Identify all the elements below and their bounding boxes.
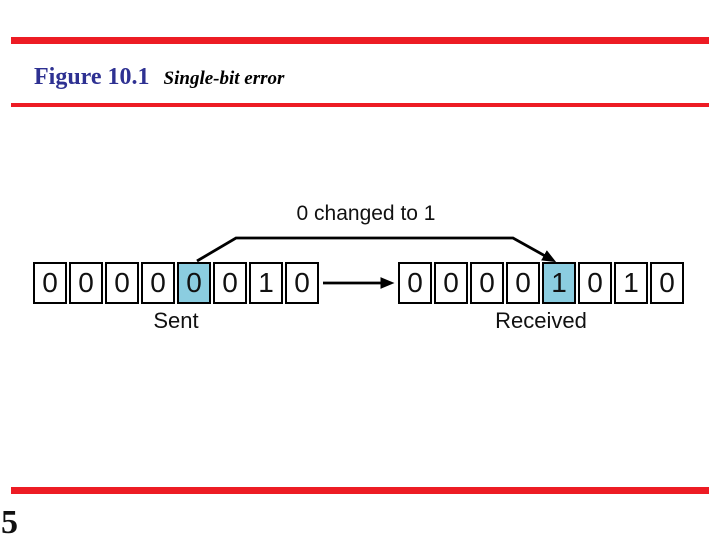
bit-cell: 0 xyxy=(434,262,468,304)
bit-cell: 0 xyxy=(141,262,175,304)
bit-cell: 0 xyxy=(105,262,139,304)
change-annotation: 0 changed to 1 xyxy=(296,202,436,225)
title-underline-bar xyxy=(11,103,709,107)
bit-cell-highlighted: 1 xyxy=(542,262,576,304)
received-label: Received xyxy=(495,308,587,333)
bit-cell: 0 xyxy=(578,262,612,304)
bit-cell: 0 xyxy=(213,262,247,304)
bit-cell-highlighted: 0 xyxy=(177,262,211,304)
bit-cell: 1 xyxy=(614,262,648,304)
bit-cell: 0 xyxy=(470,262,504,304)
sent-label: Sent xyxy=(153,308,199,333)
bit-cell: 1 xyxy=(249,262,283,304)
figure-label: Figure 10.1 xyxy=(34,64,150,90)
bit-cell: 0 xyxy=(285,262,319,304)
bit-cell: 0 xyxy=(33,262,67,304)
error-arrow xyxy=(196,236,557,263)
figure-title: Single-bit error xyxy=(163,68,285,89)
bottom-accent-bar xyxy=(11,487,709,494)
top-accent-bar xyxy=(11,37,709,44)
bit-cell: 0 xyxy=(69,262,103,304)
bit-cell: 0 xyxy=(506,262,540,304)
bit-cell: 0 xyxy=(398,262,432,304)
bit-cell: 0 xyxy=(650,262,684,304)
figure-caption: Figure 10.1 Single-bit error xyxy=(34,64,284,91)
page-number: 5 xyxy=(1,504,18,540)
